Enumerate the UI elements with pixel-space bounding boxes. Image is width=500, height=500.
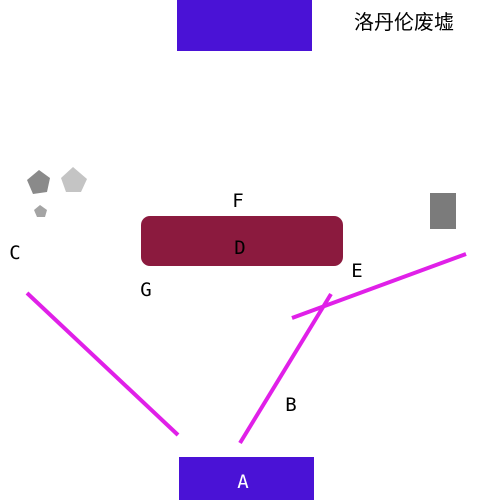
map-title: 洛丹伦废墟 <box>354 10 454 34</box>
beam-e <box>291 252 467 320</box>
label-g: G <box>140 279 151 301</box>
block-right <box>430 193 456 229</box>
label-e: E <box>351 260 362 282</box>
gate-top <box>177 0 312 51</box>
rock-small <box>34 205 47 217</box>
label-a: A <box>237 471 249 493</box>
gate-a <box>179 457 314 500</box>
label-c: C <box>9 242 20 264</box>
rock-medium <box>61 167 87 192</box>
label-d: D <box>234 237 245 259</box>
beam-left <box>25 291 180 437</box>
label-f: F <box>232 190 243 212</box>
rock-large <box>27 170 50 194</box>
platform-d <box>141 216 343 266</box>
beam-b <box>238 292 333 445</box>
label-b: B <box>285 394 296 416</box>
